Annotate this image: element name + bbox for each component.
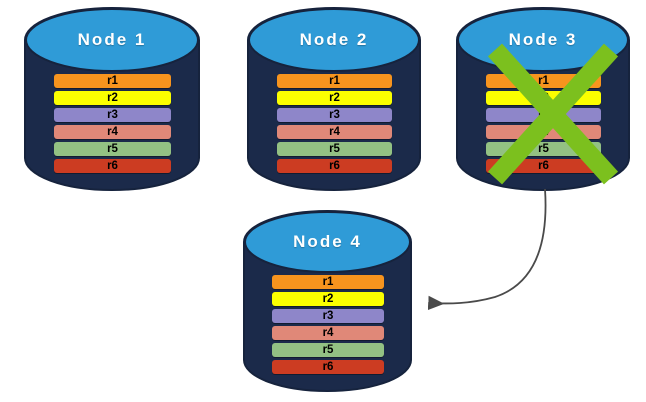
row-bar-r5[interactable]: r5 (54, 142, 171, 156)
row-bar-r3[interactable]: r3 (486, 108, 601, 122)
row-bar-r1[interactable]: r1 (486, 74, 601, 88)
row-bar-r4[interactable]: r4 (272, 326, 384, 340)
row-bar-r6[interactable]: r6 (54, 159, 171, 173)
row-bar-r6[interactable]: r6 (486, 159, 601, 173)
row-bar-r4[interactable]: r4 (486, 125, 601, 139)
row-bar-r3[interactable]: r3 (272, 309, 384, 323)
row-list: r1 r2 r3 r4 r5 r6 (54, 74, 171, 173)
row-list: r1 r2 r3 r4 r5 r6 (486, 74, 601, 173)
row-bar-r5[interactable]: r5 (277, 142, 392, 156)
cylinder-top-ellipse (25, 8, 199, 72)
row-bar-r2[interactable]: r2 (277, 91, 392, 105)
row-bar-r3[interactable]: r3 (54, 108, 171, 122)
row-bar-r3[interactable]: r3 (277, 108, 392, 122)
cylinder-top-ellipse (244, 211, 411, 273)
row-list: r1 r2 r3 r4 r5 r6 (272, 275, 384, 374)
row-list: r1 r2 r3 r4 r5 r6 (277, 74, 392, 173)
row-bar-r6[interactable]: r6 (272, 360, 384, 374)
row-bar-r1[interactable]: r1 (272, 275, 384, 289)
row-bar-r2[interactable]: r2 (54, 91, 171, 105)
row-bar-r6[interactable]: r6 (277, 159, 392, 173)
row-bar-r1[interactable]: r1 (277, 74, 392, 88)
row-bar-r2[interactable]: r2 (272, 292, 384, 306)
row-bar-r4[interactable]: r4 (54, 125, 171, 139)
row-bar-r1[interactable]: r1 (54, 74, 171, 88)
row-bar-r4[interactable]: r4 (277, 125, 392, 139)
row-bar-r2[interactable]: r2 (486, 91, 601, 105)
connector-path (427, 188, 547, 311)
row-bar-r5[interactable]: r5 (486, 142, 601, 156)
row-bar-r5[interactable]: r5 (272, 343, 384, 357)
cylinder-top-ellipse (457, 8, 629, 72)
cylinder-top-ellipse (248, 8, 420, 72)
